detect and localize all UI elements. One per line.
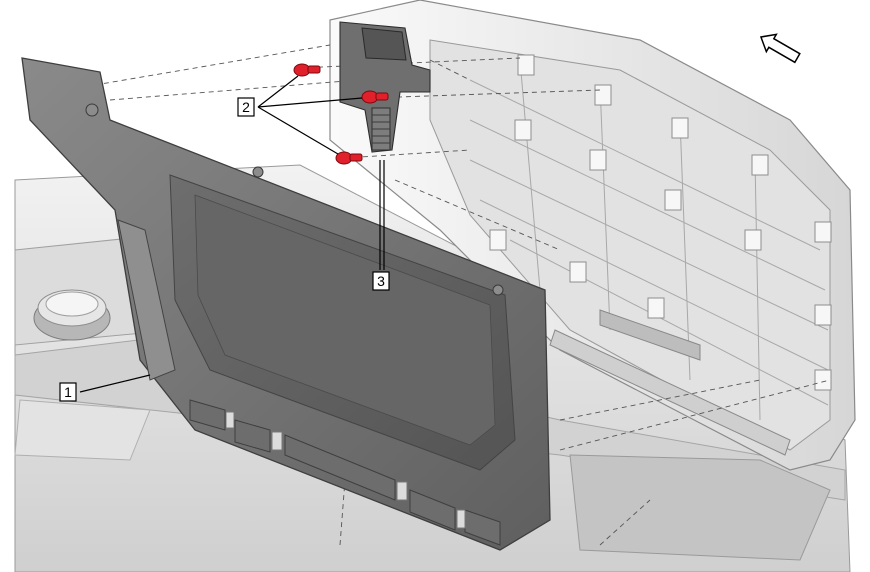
leader-lines <box>79 75 385 393</box>
callout-2-label: 2 <box>242 99 250 115</box>
callout-3: 3 <box>372 271 390 291</box>
rotary-knob <box>33 289 111 341</box>
storage-housing <box>329 0 856 471</box>
callout-1: 1 <box>59 382 77 402</box>
storage-door-panel <box>21 57 551 551</box>
screw-middle <box>361 90 389 104</box>
latch-assembly <box>339 21 431 153</box>
assembly-guide-lines <box>94 44 831 546</box>
screw-lower <box>335 151 363 165</box>
callout-3-label: 3 <box>377 273 385 289</box>
screw-upper <box>293 63 321 77</box>
callout-1-label: 1 <box>64 384 72 400</box>
callout-2: 2 <box>237 97 255 117</box>
direction-arrow-icon <box>759 33 801 64</box>
fastener-screws <box>293 63 389 165</box>
